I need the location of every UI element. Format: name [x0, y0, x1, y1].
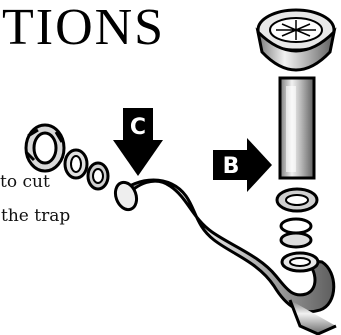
label-b: B [223, 154, 240, 179]
tailpiece [258, 10, 334, 178]
arrow-b: B [213, 138, 272, 192]
compression-washer [65, 150, 87, 178]
caption-line-1: to cut [0, 172, 50, 192]
label-c: C [130, 115, 146, 140]
washer-ring [88, 163, 108, 189]
caption-line-2: the trap [1, 206, 70, 226]
trap-washer [281, 219, 311, 247]
arrow-c: C [113, 108, 163, 176]
slip-nut [26, 125, 64, 171]
trap-nut [277, 189, 317, 211]
